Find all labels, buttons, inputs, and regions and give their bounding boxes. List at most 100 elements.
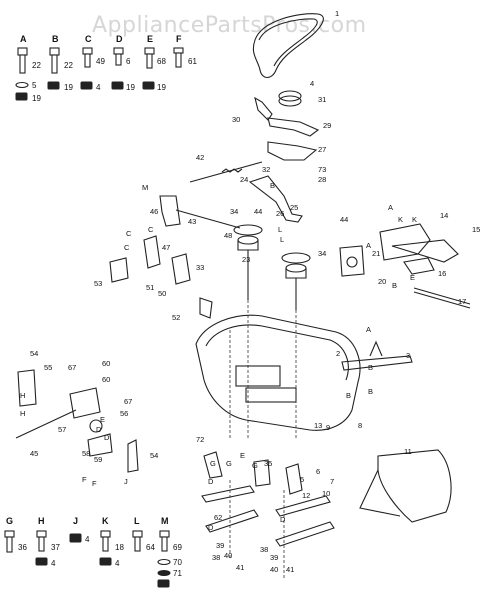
callout: 27 — [318, 145, 326, 154]
hardware-number: 37 — [51, 543, 60, 552]
belt — [252, 13, 324, 79]
hardware-number: 4 — [85, 535, 90, 544]
callout: 40 — [224, 551, 232, 560]
ref-letter: C — [126, 229, 132, 238]
hardware-item-d: D 6 19 — [111, 34, 135, 92]
hardware-number: 19 — [126, 83, 135, 92]
hardware-letter: C — [85, 34, 92, 44]
callout: 52 — [172, 313, 180, 322]
callout: 54 — [30, 349, 38, 358]
hardware-item-a: A 22 5 19 — [15, 34, 41, 103]
callout: 51 — [146, 283, 154, 292]
hardware-key-top: A 22 5 19 B 22 19 C 49 4 — [15, 34, 197, 103]
hardware-item-k: K 18 4 — [99, 516, 124, 568]
callout: 30 — [232, 115, 240, 124]
ref-letter: G — [226, 459, 232, 468]
callout: 34 — [230, 207, 238, 216]
callout: 20 — [378, 277, 386, 286]
ref-letter: B — [270, 181, 275, 190]
callout-labels: 1 4 31 30 29 27 32 73 28 42 24 25 26 46 … — [30, 9, 480, 574]
callout: 42 — [196, 153, 204, 162]
callout: 24 — [240, 175, 248, 184]
callout: 10 — [322, 489, 330, 498]
callout: 67 — [124, 397, 132, 406]
hardware-letter: B — [52, 34, 59, 44]
spindle-left — [233, 224, 263, 300]
hanger-center — [127, 439, 303, 495]
callout: 13 — [314, 421, 322, 430]
left-side-linkage — [15, 369, 113, 457]
callout: 31 — [318, 95, 326, 104]
hardware-number: 19 — [32, 94, 41, 103]
hardware-letter: E — [147, 34, 153, 44]
belt-guide — [339, 245, 365, 277]
hardware-item-l: L 64 — [132, 516, 155, 552]
callout: 58 — [82, 449, 90, 458]
hardware-number: 4 — [51, 559, 56, 568]
spring-rod — [189, 161, 263, 183]
callout: 56 — [120, 409, 128, 418]
blades — [201, 480, 335, 580]
callout: 57 — [58, 425, 66, 434]
ref-letter: B — [368, 387, 373, 396]
callout: 2 — [336, 349, 340, 358]
hardware-item-b: B 22 19 — [47, 34, 73, 92]
ref-letter: E — [410, 273, 415, 282]
callout: 3 — [406, 351, 410, 360]
ref-letter: F — [92, 479, 97, 488]
callout: 39 — [216, 541, 224, 550]
callout: 12 — [302, 491, 310, 500]
callout: 1 — [335, 9, 339, 18]
callout: 21 — [372, 249, 380, 258]
hardware-item-g: G 36 — [4, 516, 27, 553]
hardware-number: 71 — [173, 569, 182, 578]
ref-letter: K — [412, 215, 417, 224]
callout: 5 — [300, 475, 304, 484]
callout: 50 — [158, 289, 166, 298]
callout: 38 — [260, 545, 268, 554]
ref-letter: B — [392, 281, 397, 290]
callout: 7 — [330, 477, 334, 486]
callout: 26 — [276, 209, 284, 218]
hardware-number: 64 — [146, 543, 155, 552]
callout: 17 — [458, 297, 466, 306]
hardware-number: 36 — [18, 543, 27, 552]
ref-letter: D — [280, 515, 286, 524]
hardware-number: 19 — [64, 83, 73, 92]
idler-bracket — [267, 117, 320, 161]
ref-letter: D — [208, 523, 214, 532]
callout: 59 — [94, 455, 102, 464]
hardware-letter: A — [20, 34, 27, 44]
ref-letter: L — [280, 235, 284, 244]
hardware-number: 18 — [115, 543, 124, 552]
ref-letter: H — [20, 409, 25, 418]
brackets-left — [109, 235, 213, 319]
callout: 9 — [326, 423, 330, 432]
idler-pulley — [254, 90, 302, 121]
callout: 34 — [318, 249, 326, 258]
callout: 32 — [262, 165, 270, 174]
callout: 48 — [224, 231, 232, 240]
spindle-right — [281, 252, 311, 310]
callout: 11 — [404, 447, 412, 456]
callout: 16 — [438, 269, 446, 278]
hardware-letter: L — [134, 516, 140, 526]
callout: 47 — [162, 243, 170, 252]
callout: 39 — [270, 553, 278, 562]
ref-letter: E — [240, 451, 245, 460]
callout: 25 — [290, 203, 298, 212]
hardware-number: 4 — [96, 83, 101, 92]
callout: 44 — [340, 215, 348, 224]
ref-letter: A — [388, 203, 393, 212]
callout: 33 — [196, 263, 204, 272]
blade-arm — [341, 340, 413, 371]
hardware-letter: D — [116, 34, 123, 44]
ref-letter: C — [148, 225, 154, 234]
ref-letter: H — [20, 391, 25, 400]
hardware-number: 68 — [157, 57, 166, 66]
callout: 72 — [196, 435, 204, 444]
callout: 28 — [318, 175, 326, 184]
ref-letter: F — [82, 475, 87, 484]
callout: 44 — [254, 207, 262, 216]
